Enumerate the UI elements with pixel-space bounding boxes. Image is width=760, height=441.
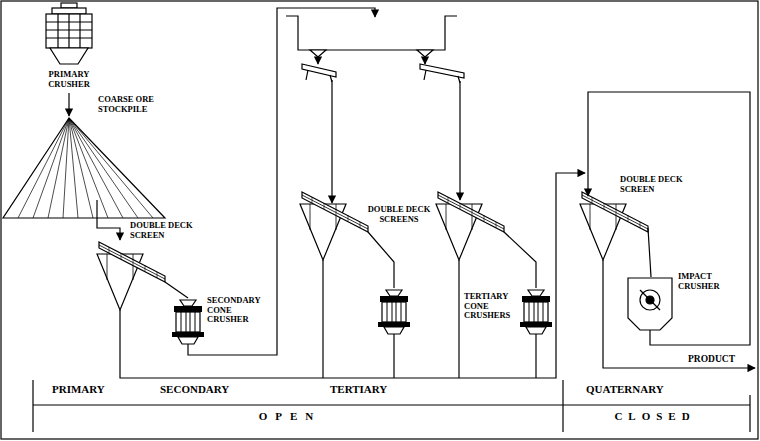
- equipment-label: COARSE ORE STOCKPILE: [98, 95, 162, 114]
- stage-scale: [33, 380, 750, 432]
- circuit-label: CLOSED: [595, 410, 715, 422]
- screen-symbol: [436, 192, 504, 260]
- equipment-label: DOUBLE DECK SCREEN: [130, 221, 196, 240]
- stockpile-symbol: [3, 118, 165, 218]
- equipment-label: DOUBLE DECK SCREENS: [366, 205, 432, 224]
- primary-crusher-symbol: [46, 3, 92, 64]
- product-label: PRODUCT: [688, 354, 735, 365]
- screen-symbol: [97, 242, 165, 310]
- equipment-label: SECONDARY CONE CRUSHER: [207, 296, 271, 325]
- impact-crusher-symbol: [628, 278, 672, 330]
- equipment-label: PRIMARY CRUSHER: [41, 70, 97, 89]
- screen-symbol: [300, 192, 368, 260]
- stage-label: TERTIARY: [330, 383, 387, 395]
- cone-crusher-symbol: [172, 300, 204, 344]
- cone-crusher-symbol: [378, 290, 410, 334]
- stage-label: PRIMARY: [52, 383, 105, 395]
- cone-crusher-symbol: [520, 290, 552, 334]
- surge-bin-symbol: [286, 16, 457, 57]
- equipment-label: TERTIARY CONE CRUSHERS: [464, 292, 516, 321]
- equipment-label: IMPACT CRUSHER: [678, 272, 732, 291]
- circuit-label: OPEN: [230, 410, 350, 422]
- screen-symbol: [580, 192, 648, 260]
- feeder-symbol: [302, 64, 464, 83]
- stage-label: QUATERNARY: [586, 383, 664, 395]
- equipment-label: DOUBLE DECK SCREEN: [620, 175, 686, 194]
- stage-label: SECONDARY: [160, 383, 229, 395]
